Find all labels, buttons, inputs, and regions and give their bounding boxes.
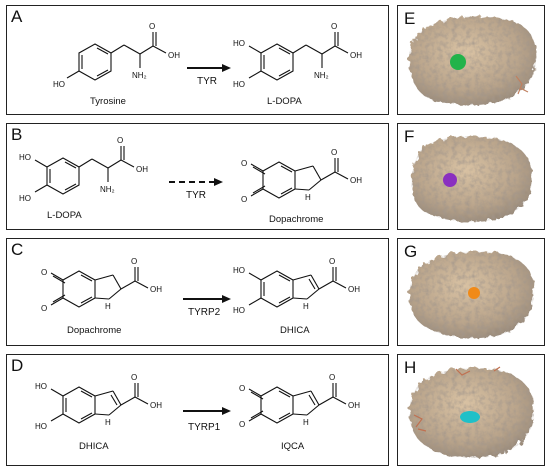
atom-o: O	[131, 257, 137, 266]
panel-d: D HO HO H O OH DHICA TYRP1	[6, 354, 389, 466]
product-label: Dopachrome	[269, 214, 323, 225]
panel-letter: H	[404, 358, 417, 377]
atom-oh: OH	[150, 401, 162, 410]
atom-ho: HO	[19, 153, 31, 162]
atom-ho: HO	[233, 306, 245, 315]
substrate-label: Dopachrome	[67, 325, 121, 336]
tyrosine-structure	[66, 32, 167, 81]
atom-oh: OH	[348, 285, 360, 294]
atom-o: O	[241, 159, 247, 168]
enzyme-label: TYR	[186, 190, 206, 201]
atom-o: O	[41, 304, 47, 313]
panel-e: E	[397, 5, 545, 115]
enzyme-label: TYR	[197, 76, 217, 87]
atom-o: O	[239, 384, 245, 393]
atom-nh: H	[305, 193, 311, 202]
atom-ho: HO	[233, 39, 245, 48]
atom-oh: OH	[350, 176, 362, 185]
panel-a: A HO O OH NH₂ Tyrosine TYR	[6, 5, 389, 115]
panel-letter: G	[404, 242, 418, 261]
reaction-a: HO O OH NH₂ Tyrosine TYR HO HO O OH NH₂	[53, 22, 362, 107]
atom-nh: H	[105, 302, 111, 311]
l-dopa-structure	[248, 32, 349, 81]
panel-letter: A	[11, 7, 23, 26]
iqca-structure	[248, 383, 347, 424]
reaction-d: HO HO H O OH DHICA TYRP1 O	[35, 373, 360, 452]
atom-o: O	[41, 268, 47, 277]
atom-o: O	[149, 22, 155, 31]
dopachrome-structure	[250, 158, 349, 199]
dopachrome-structure	[50, 267, 149, 308]
panel-letter: C	[11, 240, 24, 259]
atom-nh2: NH₂	[100, 185, 115, 194]
reaction-c: O O H O OH Dopachrome TYRP2 HO HO	[41, 257, 360, 336]
atom-ho: HO	[53, 80, 65, 89]
atom-nh: H	[303, 418, 309, 427]
atom-o: O	[329, 257, 335, 266]
ligand-marker	[450, 54, 466, 70]
substrate-label: L-DOPA	[47, 210, 82, 221]
dhica-structure	[248, 267, 347, 308]
atom-o: O	[331, 148, 337, 157]
substrate-label: Tyrosine	[90, 96, 126, 107]
product-label: L-DOPA	[267, 96, 302, 107]
l-dopa-structure	[34, 146, 135, 195]
panel-b: B HO HO O OH NH₂ L-DOPA TYR	[6, 123, 389, 230]
atom-o: O	[239, 420, 245, 429]
ligand-marker	[468, 287, 480, 299]
product-label: DHICA	[280, 325, 310, 336]
protein-surface-f	[411, 136, 533, 222]
atom-nh: H	[303, 302, 309, 311]
atom-nh2: NH₂	[132, 71, 147, 80]
panel-h: H	[397, 354, 545, 466]
reaction-b: HO HO O OH NH₂ L-DOPA TYR O O	[19, 136, 362, 225]
panel-letter: B	[11, 125, 23, 144]
atom-nh: H	[105, 418, 111, 427]
panel-letter: D	[11, 356, 24, 375]
atom-oh: OH	[136, 165, 148, 174]
panel-c: C O O H O OH Dopachrome TYRP2	[6, 238, 389, 346]
atom-o: O	[329, 373, 335, 382]
panel-f: F	[397, 123, 545, 230]
product-label: IQCA	[281, 441, 305, 452]
enzyme-label: TYRP1	[188, 422, 221, 433]
atom-oh: OH	[348, 401, 360, 410]
panel-letter: E	[404, 9, 416, 28]
atom-oh: OH	[150, 285, 162, 294]
atom-ho: HO	[35, 382, 47, 391]
panel-g: G	[397, 238, 545, 346]
enzyme-label: TYRP2	[188, 307, 221, 318]
protein-surface-g	[409, 251, 535, 339]
atom-ho: HO	[35, 422, 47, 431]
dhica-structure	[50, 383, 149, 424]
panel-letter: F	[404, 127, 415, 146]
atom-o: O	[131, 373, 137, 382]
atom-ho: HO	[233, 80, 245, 89]
atom-oh: OH	[168, 51, 180, 60]
atom-nh2: NH₂	[314, 71, 329, 80]
protein-surface-h	[409, 366, 535, 459]
protein-surface-e	[408, 16, 537, 106]
atom-ho: HO	[19, 194, 31, 203]
atom-oh: OH	[350, 51, 362, 60]
substrate-label: DHICA	[79, 441, 109, 452]
atom-o: O	[331, 22, 337, 31]
atom-o: O	[241, 195, 247, 204]
ligand-marker	[443, 173, 457, 187]
ligand-marker	[460, 411, 480, 423]
atom-ho: HO	[233, 266, 245, 275]
atom-o: O	[117, 136, 123, 145]
